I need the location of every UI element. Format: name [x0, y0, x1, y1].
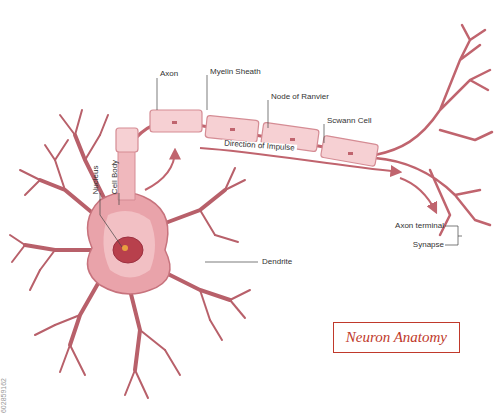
- part-label: Scwann Cell: [327, 117, 371, 125]
- myelin-sheath: [116, 110, 378, 167]
- watermark-number: 602859162: [1, 378, 8, 413]
- cell-body: [88, 193, 171, 295]
- impulse-arrow-body: [145, 150, 175, 190]
- dendrites: [10, 110, 250, 398]
- part-label: Node of Ranvier: [271, 93, 329, 101]
- part-label: Nucleus: [92, 165, 100, 194]
- schwann-nuclei: [172, 121, 353, 155]
- part-label: Dendrite: [262, 258, 292, 266]
- cell-body-inner: [103, 211, 155, 278]
- title-box: Neuron Anatomy: [333, 322, 460, 353]
- impulse-arrow: [200, 148, 400, 172]
- part-label: Myelin Sheath: [210, 68, 261, 76]
- part-label: Cell Body: [111, 160, 119, 194]
- axon-hillock: [118, 150, 135, 200]
- impulse-arrow-end: [400, 178, 436, 212]
- nucleolus: [122, 245, 128, 251]
- axon-terminals: [375, 25, 492, 235]
- part-label: Axon terminal: [395, 222, 444, 230]
- part-label: Synapse: [413, 241, 444, 249]
- leader-lines: [100, 75, 462, 262]
- part-label: Axon: [160, 70, 178, 78]
